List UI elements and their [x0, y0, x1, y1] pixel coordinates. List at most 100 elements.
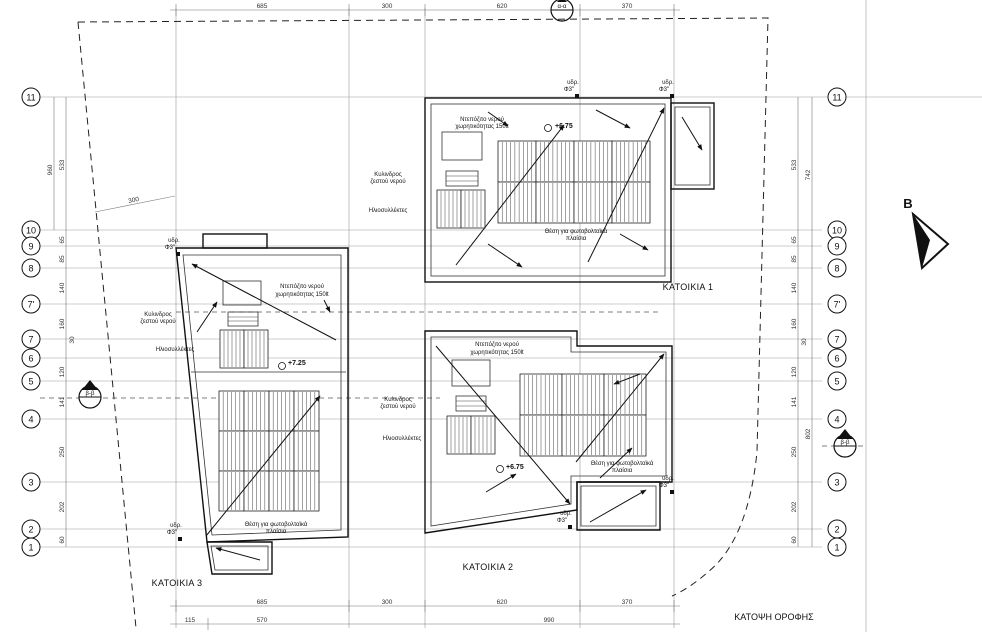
right-dim-5: 160 — [791, 318, 798, 329]
axis-label-left: 7' — [28, 300, 35, 310]
right-dim-extra-2: 802 — [805, 428, 812, 439]
left-dim-7: 120 — [59, 366, 66, 377]
axis-bubble-right — [827, 258, 847, 278]
right-dimension-chain: 533 742 65 85 140 160 30 120 141 250 802… — [791, 97, 813, 547]
axis-label-left: 10 — [26, 226, 36, 236]
axis-label-right: 1 — [834, 543, 839, 553]
right-dim-10: 202 — [791, 501, 798, 512]
axis-label-left: 6 — [28, 354, 33, 364]
left-dim-1: 533 — [59, 159, 66, 170]
bottom-dim-2: 300 — [382, 599, 393, 606]
bottom-dim-5: 115 — [185, 617, 196, 624]
axis-label-left: 9 — [28, 242, 33, 252]
house-1-pv-label-1: Θέση για φωτοβολταϊκά — [545, 228, 608, 235]
left-dim-11: 60 — [59, 536, 66, 544]
bottom-dim-6: 570 — [257, 617, 268, 624]
axis-label-left: 11 — [26, 93, 35, 103]
bottom-dim-3: 620 — [497, 599, 508, 606]
house-2-hot-water-cylinder — [455, 395, 487, 412]
house-2-pv-label-2: πλαίσια — [612, 468, 633, 474]
axis-label-right: 4 — [834, 415, 839, 425]
house-2-solar-collectors — [446, 415, 496, 455]
house-1-roof: +6.75 Ντεπόζιτο νερού χωρητικότητας 150l… — [369, 97, 715, 292]
drain-point — [670, 94, 674, 98]
axis-label-left: 8 — [28, 264, 33, 274]
house-2-cylinder-label-2: ζεστού νερού — [380, 404, 415, 410]
right-dim-3: 85 — [791, 255, 798, 263]
right-dim-4: 140 — [791, 282, 798, 293]
axis-label-right: 5 — [834, 377, 839, 387]
section-mark-top-label: α-α — [558, 4, 567, 10]
bottom-dimension-chain: 685 300 620 370 115 570 990 — [170, 599, 680, 630]
house-3-pv-panels — [218, 390, 320, 512]
panel — [535, 181, 575, 224]
house-3-solar-collectors — [219, 329, 269, 369]
house-1-pv-label-2: πλαίσια — [566, 236, 587, 242]
house-2-level: +6.75 — [506, 464, 524, 471]
left-dim-8: 141 — [59, 396, 66, 407]
left-dim-extra-1: 960 — [47, 164, 54, 175]
left-dim-3: 85 — [59, 255, 66, 263]
house-1-solar-collectors — [436, 189, 486, 229]
axis-bubble-left — [21, 258, 41, 278]
north-label: B — [903, 196, 912, 211]
drain-diameter: Φ3" — [659, 87, 669, 93]
right-dim-9: 250 — [791, 446, 798, 457]
house-3-pv-label-1: Θέση για φωτοβολταϊκά — [245, 521, 308, 528]
axis-bubble-left — [21, 472, 41, 492]
house-3-roof: +7.25 Ντεπόζιτο νερού χωρητικότητας 150l… — [140, 233, 349, 588]
plot-boundary — [77, 17, 769, 629]
house-1-water-tank — [441, 131, 483, 161]
right-dim-2: 65 — [791, 236, 798, 244]
house-3-water-tank — [222, 280, 262, 306]
house-1-pv-panels — [497, 140, 651, 224]
sheet-title: ΚΑΤΟΨΗ ΟΡΟΦΗΣ — [734, 612, 814, 622]
house-2-collectors-label: Ηλιοσυλλέκτες — [383, 435, 422, 442]
axis-label-right: 9 — [834, 242, 839, 252]
axis-bubble-right — [827, 409, 847, 429]
axis-label-right: 11 — [832, 93, 841, 103]
north-arrow: B — [903, 196, 950, 270]
house-2-roof: +6.75 Ντεπόζιτο νερού χωρητικότητας 150l… — [380, 330, 673, 572]
panel — [535, 140, 575, 183]
drain-diameter: Φ3" — [557, 518, 567, 524]
house-3-title: ΚΑΤΟΙΚΙΑ 3 — [152, 578, 203, 588]
axis-label-right: 10 — [832, 226, 842, 236]
house-1-cylinder-label-1: Κυλινδρος — [374, 172, 402, 178]
axis-bubble-left — [21, 87, 41, 107]
axis-bubble-left — [21, 294, 41, 314]
house-3-cylinder-label-1: Κυλινδρος — [144, 312, 172, 318]
left-dimension-chain: 533 960 65 85 140 160 30 120 141 250 202… — [47, 97, 176, 547]
left-dim-9: 250 — [59, 446, 66, 457]
house-2-title: ΚΑΤΟΙΚΙΑ 2 — [463, 562, 514, 572]
drain-point — [176, 252, 180, 256]
house-3-collectors-label: Ηλιοσυλλέκτες — [156, 346, 195, 353]
house-2-tank-label-2: χωρητικότητας 150lt — [470, 349, 524, 356]
top-dim-3: 620 — [497, 3, 508, 10]
house-1-tank-label-1: Ντεπόζιτο νερού — [460, 116, 504, 123]
house-3-tank-label-2: χωρητικότητας 150lt — [275, 291, 329, 298]
left-dim-5: 160 — [59, 318, 66, 329]
axis-label-left: 1 — [28, 543, 33, 553]
drain-diameter: Φ3" — [659, 483, 669, 489]
drain-diameter: Φ3" — [167, 530, 177, 536]
axis-bubble-left — [21, 348, 41, 368]
axis-bubble-left — [21, 409, 41, 429]
panel — [573, 140, 613, 183]
axis-label-right: 6 — [834, 354, 839, 364]
section-mark-right: β-β — [833, 429, 857, 458]
drain-label: υδρ. — [170, 523, 182, 529]
drain-label: υδρ. — [662, 476, 674, 482]
drain-diameter: Φ3" — [564, 87, 574, 93]
house-2-pv-label-1: Θέση για φωτοβολταϊκά — [591, 460, 654, 467]
axis-bubble-right — [827, 236, 847, 256]
axis-bubble-right — [827, 371, 847, 391]
bottom-dim-1: 685 — [257, 599, 268, 606]
house-3-pv-label-2: πλαίσια — [266, 529, 287, 535]
house-1-cylinder-label-2: ζεστού νερού — [370, 179, 405, 185]
panel — [611, 181, 651, 224]
section-mark-left-label: β-β — [86, 391, 95, 397]
left-dim-6: 30 — [69, 336, 76, 344]
left-dim-4: 140 — [59, 282, 66, 293]
axis-label-left: 3 — [28, 478, 33, 488]
